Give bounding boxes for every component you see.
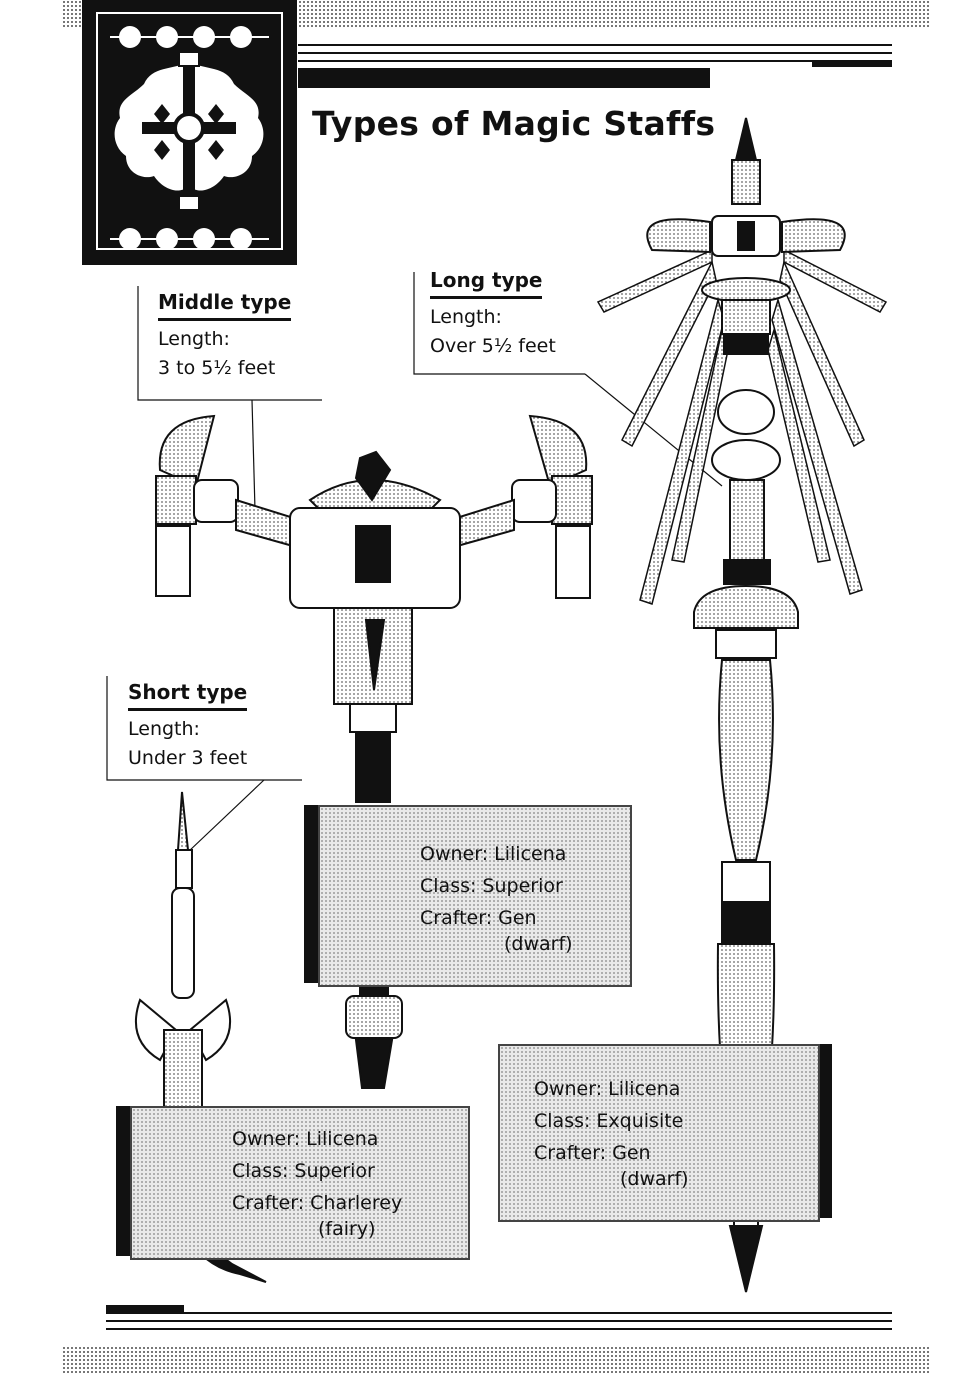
long-info-scroll-edge: [816, 1044, 832, 1218]
bottom-screentone-band: [62, 1346, 930, 1374]
long-type-label: Long type Length: Over 5½ feet: [430, 266, 556, 361]
emblem-frame: [96, 12, 283, 250]
middle-length-label: Length:: [158, 328, 230, 350]
short-crafter-note: (fairy): [318, 1218, 376, 1240]
long-type-heading: Long type: [430, 266, 543, 299]
short-crafter: Crafter: Charlerey: [232, 1192, 403, 1214]
ornament-emblem: [82, 0, 297, 265]
short-info-box: Owner: Lilicena Class: Superior Crafter:…: [130, 1106, 470, 1260]
middle-crafter: Crafter: Gen: [420, 907, 537, 929]
middle-length-value: 3 to 5½ feet: [158, 357, 276, 379]
short-owner: Owner: Lilicena: [232, 1128, 379, 1150]
header-rule-thick: [298, 68, 710, 88]
long-owner: Owner: Lilicena: [534, 1078, 681, 1100]
long-crafter-note: (dwarf): [620, 1168, 689, 1190]
long-length-value: Over 5½ feet: [430, 335, 556, 357]
footer-rule-thin-2: [106, 1320, 892, 1322]
middle-type-label: Middle type Length: 3 to 5½ feet: [158, 288, 292, 383]
short-type-heading: Short type: [128, 678, 248, 711]
page-title: Types of Magic Staffs: [312, 104, 716, 143]
short-length-label: Length:: [128, 718, 200, 740]
short-length-value: Under 3 feet: [128, 747, 248, 769]
header-rule-thin-1: [298, 44, 892, 46]
header-rule-thin-2: [298, 52, 892, 54]
header-rule-accent: [812, 60, 892, 67]
long-crafter: Crafter: Gen: [534, 1142, 651, 1164]
short-class: Class: Superior: [232, 1160, 375, 1182]
middle-class: Class: Superior: [420, 875, 563, 897]
middle-info-scroll-edge: [304, 805, 320, 983]
footer-rule-accent: [106, 1305, 184, 1312]
header-rule-thin-3: [298, 60, 892, 62]
short-type-label: Short type Length: Under 3 feet: [128, 678, 248, 773]
short-info-scroll-edge: [116, 1106, 132, 1256]
middle-type-heading: Middle type: [158, 288, 292, 321]
middle-info-box: Owner: Lilicena Class: Superior Crafter:…: [318, 805, 632, 987]
footer-rule-thin-3: [106, 1328, 892, 1330]
long-length-label: Length:: [430, 306, 502, 328]
emblem-ornament-icon: [110, 26, 269, 250]
footer-rule-thin-1: [106, 1312, 892, 1314]
long-class: Class: Exquisite: [534, 1110, 684, 1132]
middle-crafter-note: (dwarf): [504, 933, 573, 955]
long-info-box: Owner: Lilicena Class: Exquisite Crafter…: [498, 1044, 820, 1222]
middle-owner: Owner: Lilicena: [420, 843, 567, 865]
